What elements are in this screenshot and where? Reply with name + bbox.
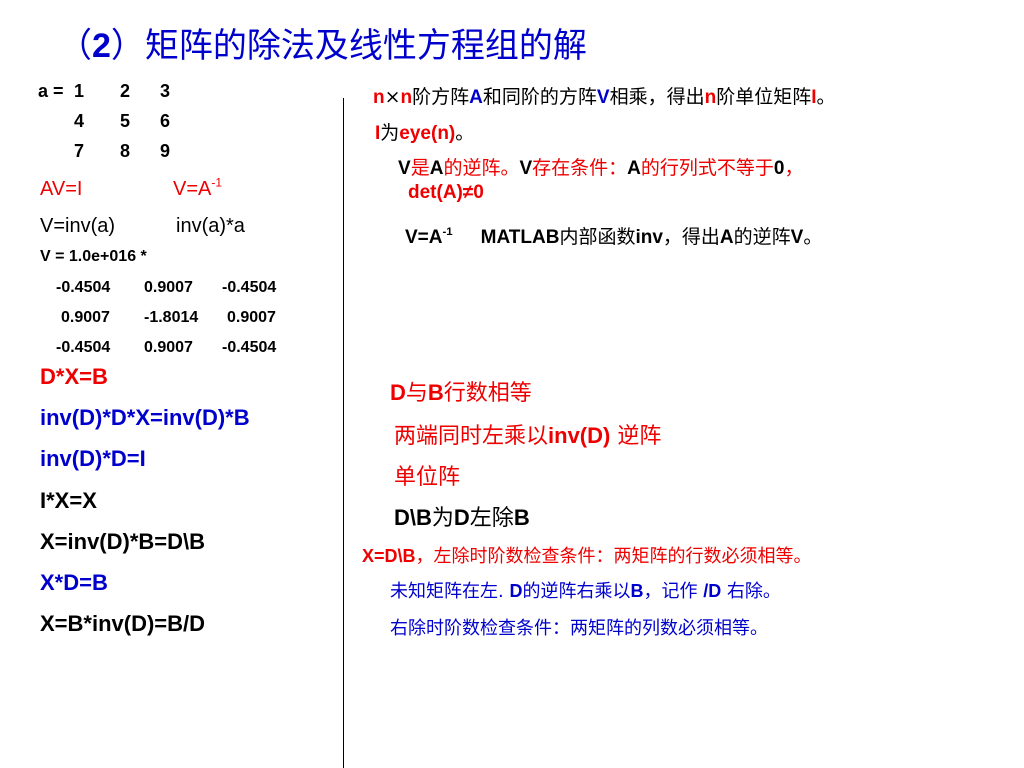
equation-x-left-divide: X=inv(D)*B=D\B: [40, 529, 206, 554]
desc-inverse-condition: V是A的逆阵。V存在条件：A的行列式不等于0，: [398, 157, 804, 179]
note-rows-equal: D与B行数相等: [390, 380, 532, 406]
inv-a-line: V=inv(a): [40, 215, 116, 237]
v-header: V = 1.0e+016 *: [40, 248, 147, 265]
matrix-a-row: 7 8 9: [74, 140, 171, 161]
column-divider: [343, 98, 344, 768]
matrix-v-row: 0.9007 -1.8014 0.9007: [61, 309, 276, 326]
v-equals-a-inverse: V=A-1: [173, 175, 223, 200]
desc-det-condition: det(A)≠0: [408, 182, 484, 203]
matrix-v-row: -0.4504 0.9007 -0.4504: [56, 279, 277, 296]
matrix-a: a = 1 2 3 4 5 6 7 8 9: [38, 76, 170, 166]
equation-dx-b: D*X=B: [40, 364, 108, 389]
note-left-multiply: 两端同时左乘以inv(D) 逆阵: [394, 423, 662, 449]
note-identity: 单位阵: [394, 465, 461, 490]
desc-identity-eye: I为eye(n)。: [375, 122, 475, 144]
note-left-divide-check: X=D\B，左除时阶数检查条件：两矩阵的行数必须相等。: [362, 546, 812, 567]
matrix-v-row: -0.4504 0.9007 -0.4504: [56, 339, 277, 356]
equation-xd-b: X*D=B: [40, 570, 108, 595]
equation-x-right-divide: X=B*inv(D)=B/D: [40, 611, 206, 636]
matrix-a-row: a = 1 2 3: [38, 80, 171, 101]
matrix-v: -0.4504 0.9007 -0.4504 0.9007 -1.8014 0.…: [56, 273, 276, 363]
desc-nxn-product: n×n阶方阵A和同阶的方阵V相乘，得出n阶单位矩阵I。: [373, 86, 836, 108]
note-left-divide: D\B为D左除B: [394, 505, 530, 531]
matrix-a-row: 4 5 6: [74, 110, 171, 131]
note-right-divide: 未知矩阵在左. D的逆阵右乘以B，记作 /D 右除。: [390, 581, 781, 602]
note-right-divide-check: 右除时阶数检查条件：两矩阵的列数必须相等。: [390, 618, 768, 639]
page-title: （2）矩阵的除法及线性方程组的解: [58, 26, 587, 66]
equation-inv-d-d: inv(D)*D=I: [40, 446, 146, 471]
equation-inv-d-dx: inv(D)*D*X=inv(D)*B: [40, 405, 250, 430]
av-equals-i: AV=I: [40, 178, 83, 200]
equation-ix-x: I*X=X: [40, 488, 97, 513]
inv-a-times-a-line: inv(a)*a: [176, 215, 245, 237]
